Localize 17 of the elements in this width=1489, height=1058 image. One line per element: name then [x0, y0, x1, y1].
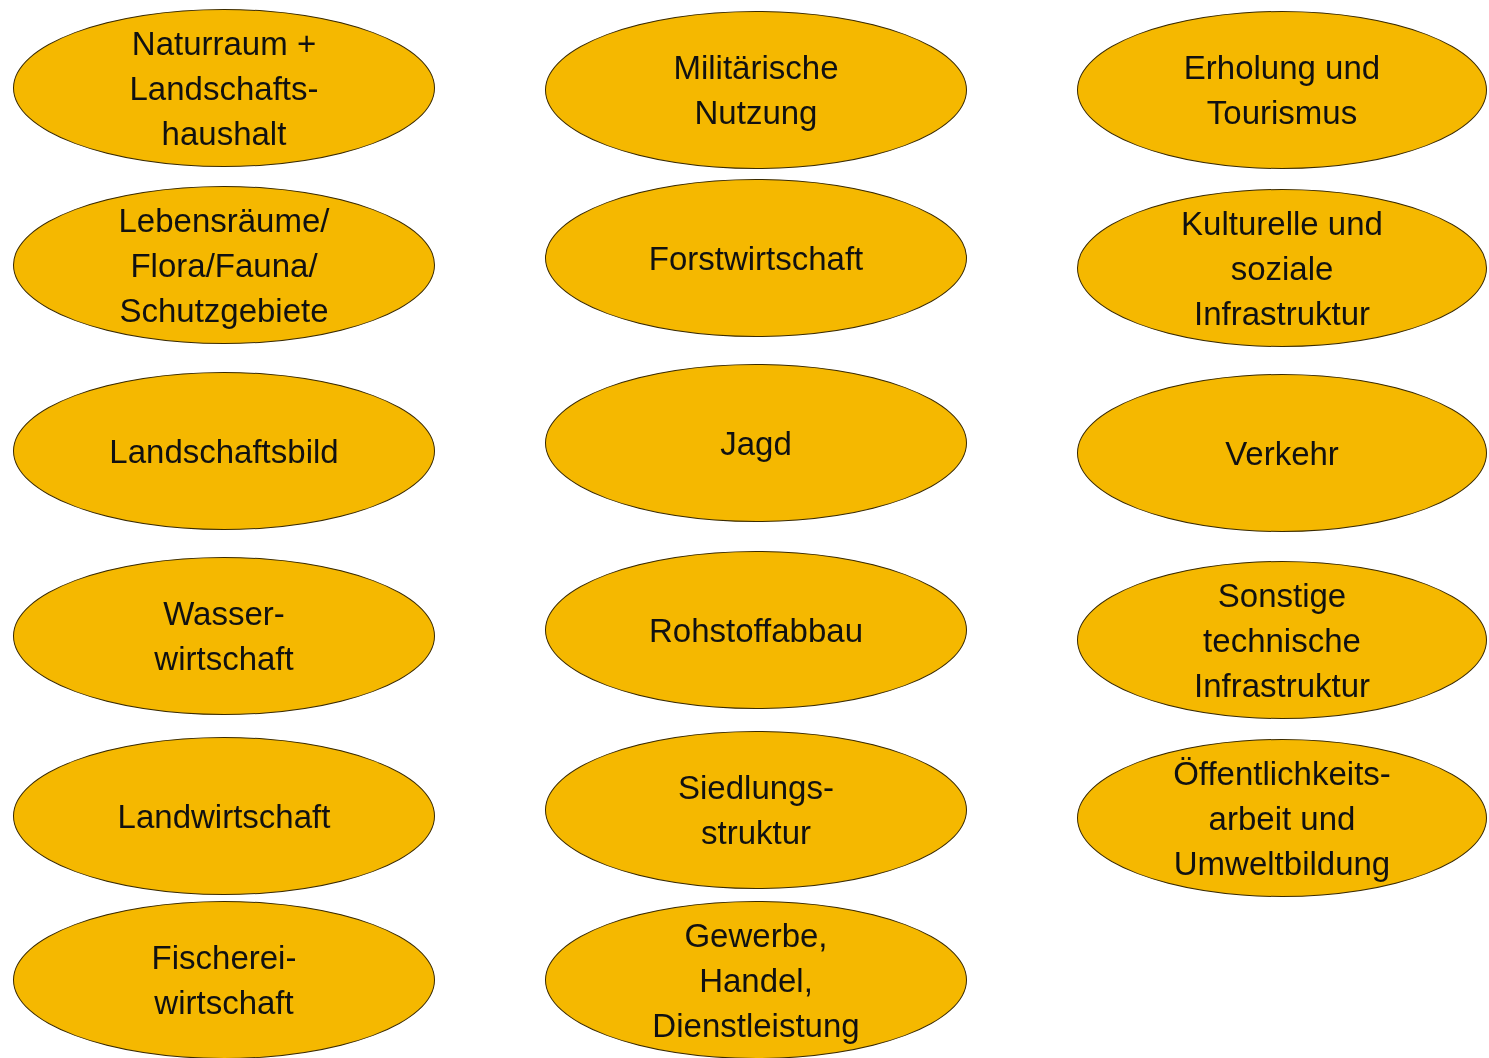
ellipse-label: Verkehr — [1224, 433, 1340, 474]
ellipse-label: Fischerei- wirtschaft — [150, 938, 298, 1023]
ellipse-label: Gewerbe, Handel, Dienstleistung — [651, 915, 861, 1046]
ellipse-label: Landwirtschaft — [116, 796, 332, 837]
ellipse-label: Jagd — [719, 423, 793, 464]
ellipse-label: Landschaftsbild — [108, 431, 340, 472]
ellipse-label: Rohstoffabbau — [647, 610, 865, 651]
ellipse-label: Kulturelle und soziale Infrastruktur — [1180, 203, 1384, 334]
ellipse-label: Naturraum + Landschafts- haushalt — [128, 23, 320, 154]
ellipse-label: Lebensräume/ Flora/Fauna/ Schutzgebiete — [117, 200, 331, 331]
ellipse-label: Öffentlichkeits- arbeit und Umweltbildung — [1172, 753, 1392, 884]
ellipse-label: Militärische Nutzung — [672, 48, 840, 133]
ellipse-label: Wasser- wirtschaft — [153, 594, 295, 679]
ellipse-label: Erholung und Tourismus — [1182, 48, 1382, 133]
ellipse-label: Forstwirtschaft — [647, 238, 865, 279]
ellipse-label: Siedlungs- struktur — [677, 768, 835, 853]
ellipse-label: Sonstige technische Infrastruktur — [1192, 575, 1372, 706]
